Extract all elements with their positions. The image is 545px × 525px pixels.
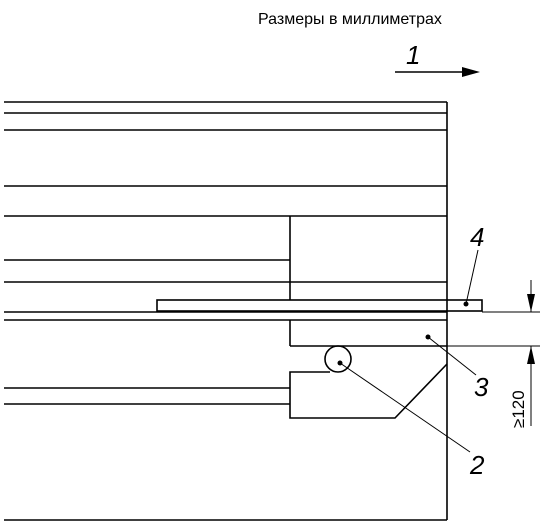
- callout-2: 2: [469, 450, 485, 480]
- plate-part: [156, 299, 483, 312]
- units-note: Размеры в миллиметрах: [258, 11, 442, 28]
- dimension-label: ≥120: [509, 390, 528, 428]
- dimension-lines: [447, 280, 540, 426]
- direction-label: 1: [406, 40, 420, 70]
- direction-arrow: [395, 67, 480, 77]
- callout-leaders: [339, 249, 479, 453]
- callout-4: 4: [470, 222, 484, 252]
- structure: [4, 101, 448, 521]
- callout-3: 3: [474, 372, 489, 402]
